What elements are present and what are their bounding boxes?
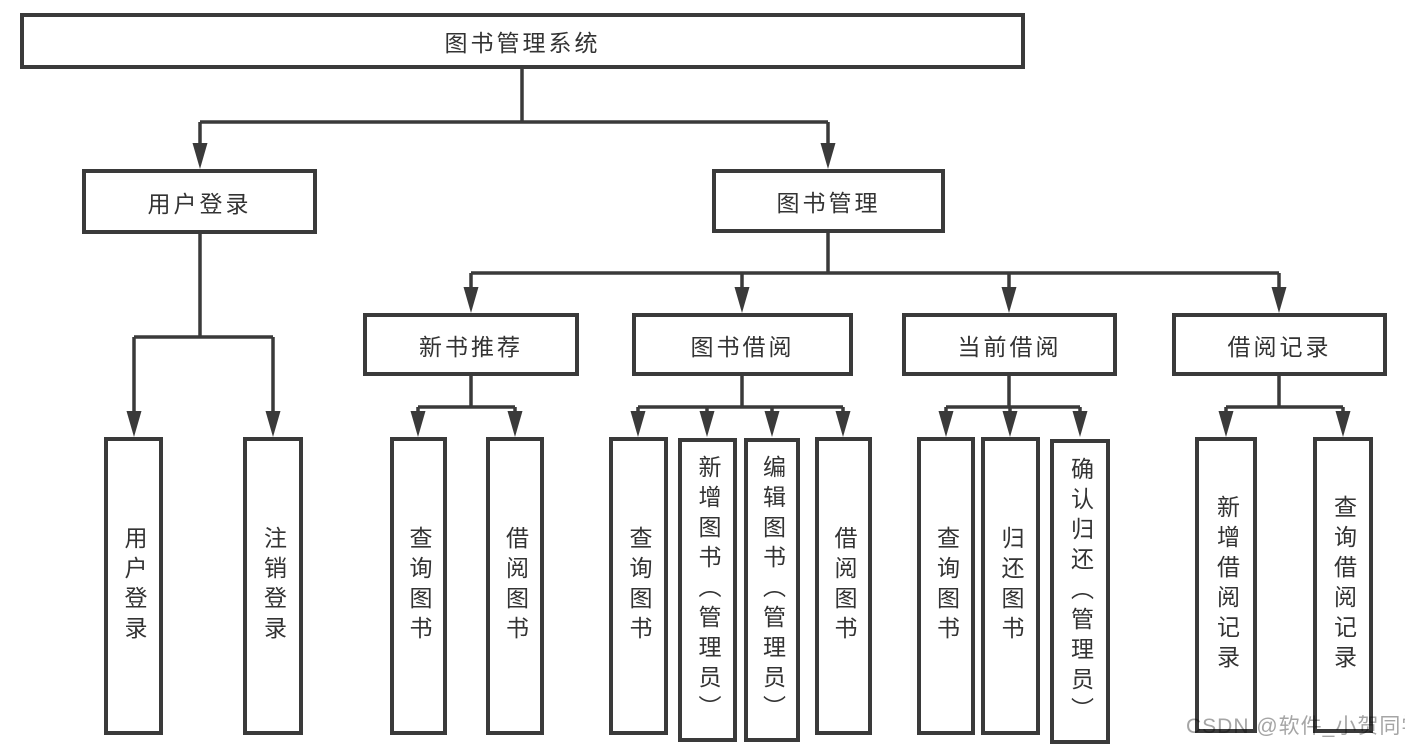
- leaf-user-login: 用户登录: [104, 437, 163, 735]
- node-book-borrowing-label: 图书借阅: [690, 333, 795, 360]
- node-root: 图书管理系统: [20, 13, 1025, 69]
- node-user-login-label: 用户登录: [147, 190, 252, 217]
- node-new-book-recommend-label: 新书推荐: [419, 333, 523, 360]
- leaf-query-book-1: 查询图书: [390, 437, 447, 735]
- leaf-add-book-admin: 新增图书（管理员）: [678, 438, 737, 742]
- leaf-borrow-book-2-label: 借阅图书: [831, 526, 857, 646]
- node-borrowing-records-label: 借阅记录: [1227, 333, 1332, 360]
- node-book-management: 图书管理: [712, 169, 945, 233]
- csdn-watermark: CSDN @软件_小贺同学: [1186, 715, 1405, 738]
- leaf-return-book: 归还图书: [981, 437, 1040, 735]
- leaf-query-borrow-record: 查询借阅记录: [1313, 437, 1373, 733]
- leaf-edit-book-admin-label: 编辑图书（管理员）: [759, 455, 786, 725]
- arrowheads: [126, 143, 1351, 437]
- node-book-borrowing: 图书借阅: [632, 313, 853, 376]
- leaf-add-book-admin-label: 新增图书（管理员）: [695, 455, 721, 725]
- leaf-query-book-2-label: 查询图书: [626, 526, 652, 646]
- node-user-login: 用户登录: [82, 169, 317, 234]
- node-current-borrowing: 当前借阅: [902, 313, 1117, 376]
- leaf-confirm-return-admin-label: 确认归还（管理员）: [1067, 456, 1094, 727]
- leaf-add-borrow-record: 新增借阅记录: [1195, 437, 1257, 733]
- node-root-label: 图书管理系统: [444, 30, 601, 56]
- leaf-query-book-3: 查询图书: [917, 437, 975, 735]
- leaf-query-book-3-label: 查询图书: [933, 526, 960, 646]
- node-current-borrowing-label: 当前借阅: [957, 333, 1062, 360]
- leaf-borrow-book-1: 借阅图书: [486, 437, 544, 735]
- leaf-confirm-return-admin: 确认归还（管理员）: [1050, 439, 1110, 744]
- leaf-query-book-2: 查询图书: [609, 437, 668, 735]
- leaf-logout-label: 注销登录: [260, 526, 287, 646]
- node-book-management-label: 图书管理: [776, 190, 881, 216]
- node-borrowing-records: 借阅记录: [1172, 313, 1387, 376]
- leaf-edit-book-admin: 编辑图书（管理员）: [744, 438, 800, 742]
- leaf-query-book-1-label: 查询图书: [406, 526, 432, 646]
- leaf-query-borrow-record-label: 查询借阅记录: [1330, 495, 1357, 675]
- leaf-user-login-label: 用户登录: [121, 526, 147, 646]
- leaf-borrow-book-2: 借阅图书: [815, 437, 872, 735]
- leaf-logout: 注销登录: [243, 437, 303, 735]
- node-new-book-recommend: 新书推荐: [363, 313, 579, 376]
- leaf-add-borrow-record-label: 新增借阅记录: [1213, 495, 1240, 675]
- leaf-borrow-book-1-label: 借阅图书: [502, 526, 529, 646]
- leaf-return-book-label: 归还图书: [998, 526, 1024, 646]
